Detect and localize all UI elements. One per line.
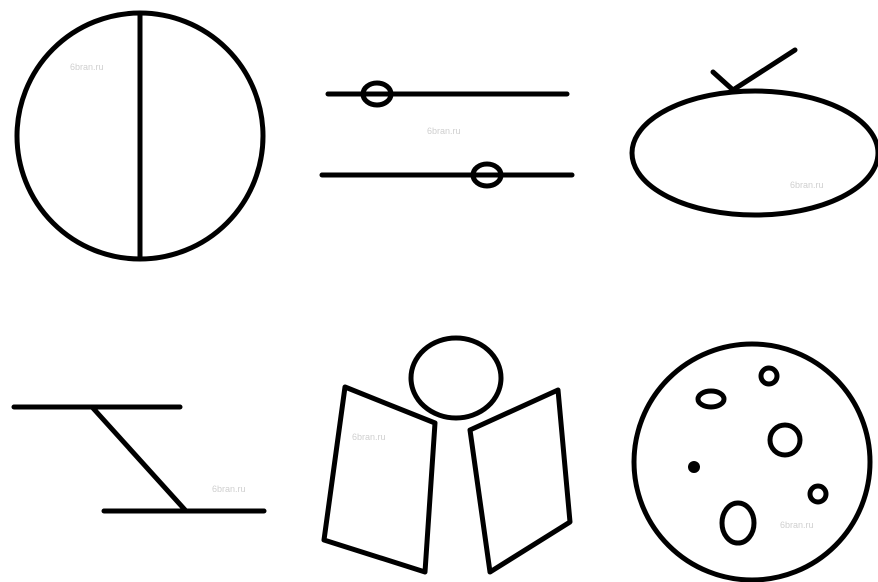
watermark-6: 6bran.ru (780, 520, 814, 530)
two-lines-with-rings: 6bran.ru (322, 83, 572, 186)
watermark-3: 6bran.ru (790, 180, 824, 190)
watermark-4: 6bran.ru (212, 484, 246, 494)
circle-with-spots: 6bran.ru (634, 344, 870, 580)
z-shape: 6bran.ru (14, 407, 264, 511)
figure-with-open-book: 6bran.ru (324, 338, 570, 572)
watermark-5: 6bran.ru (352, 432, 386, 442)
ellipse-with-tick: 6bran.ru (632, 50, 878, 215)
watermark-2: 6bran.ru (427, 126, 461, 136)
circle-with-vertical-line: 6bran.ru (17, 13, 263, 259)
watermark-1: 6bran.ru (70, 62, 104, 72)
